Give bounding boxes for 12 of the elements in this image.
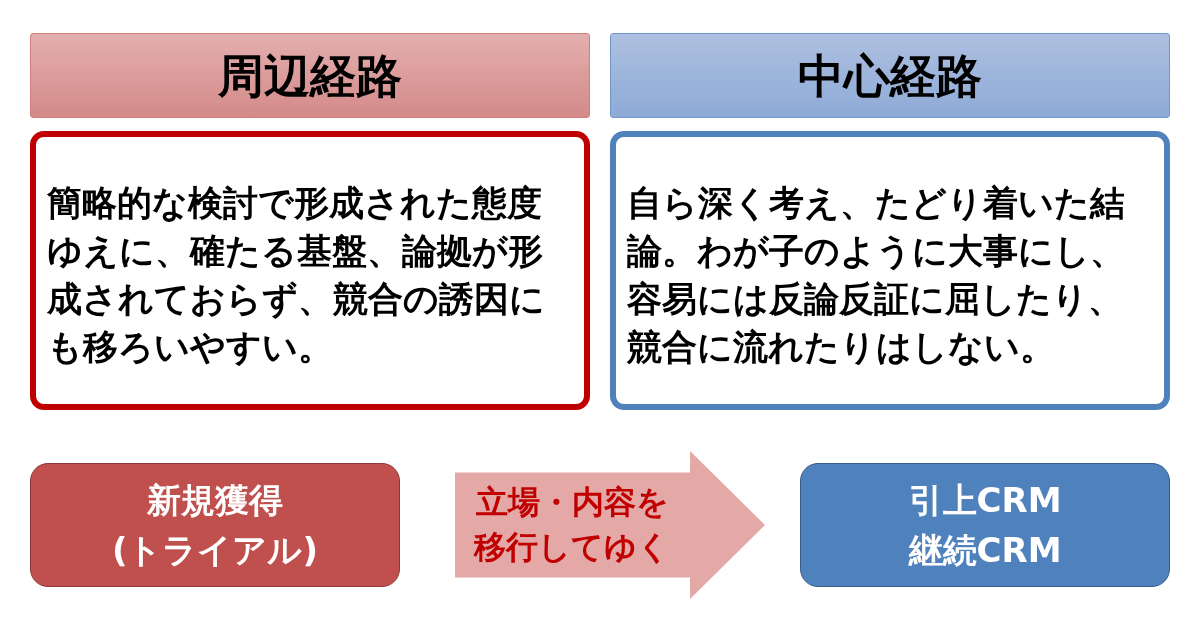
rounded-box [800, 463, 1170, 587]
label-text: 新規獲得(トライアル) [110, 479, 320, 572]
header-bar [610, 33, 1170, 118]
paragraph: 簡略的な検討で形成された態度ゆえに、確たる基盤、論拠が形成されておらず、競合の誘因にも移ろいやすい。 [47, 181, 546, 369]
heading: 中心経路 [798, 47, 982, 104]
text-panel [610, 131, 1170, 410]
label-text: 引上CRM継続CRM [907, 479, 1063, 572]
text-panel [30, 131, 590, 410]
heading: 周辺経路 [218, 47, 402, 104]
header-bar [30, 33, 590, 118]
paragraph: 自ら深く考え、たどり着いた結論。わが子のように大事にし、容易には反論反証に屈したり、競合に流れたりはしない。 [627, 181, 1126, 369]
rounded-box [30, 463, 400, 587]
